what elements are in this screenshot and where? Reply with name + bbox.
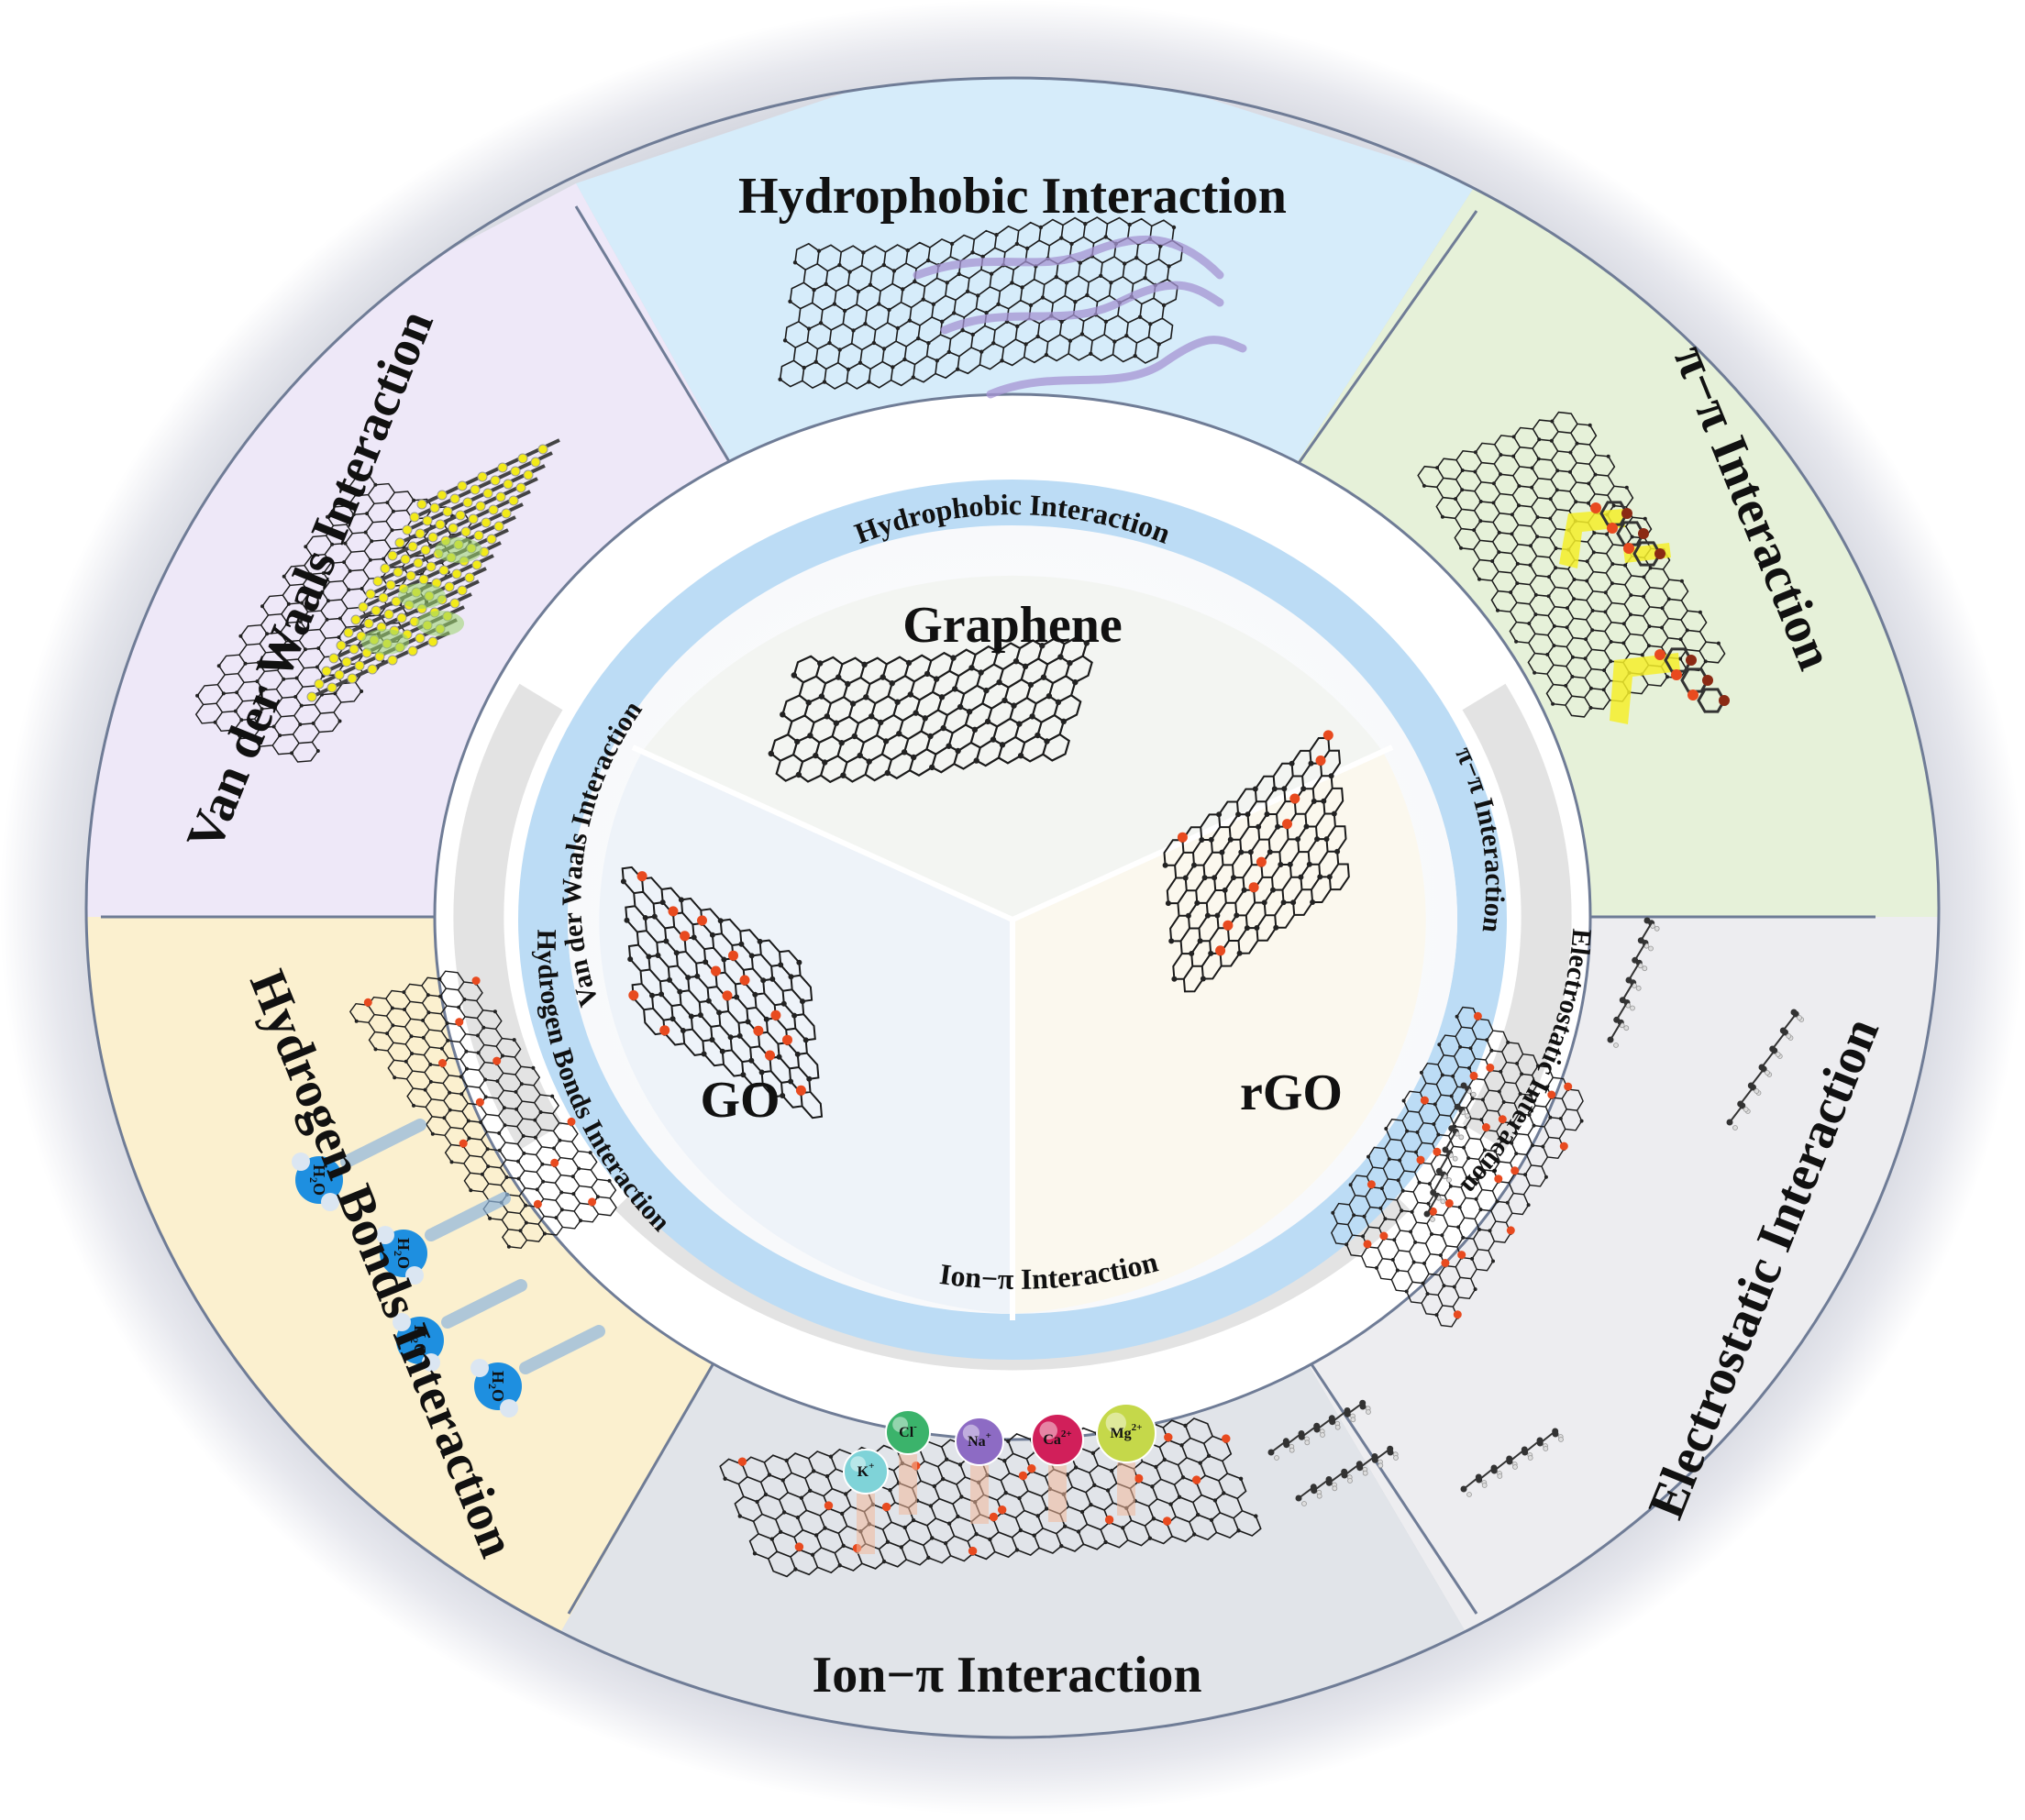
gray-ring-left bbox=[453, 683, 563, 1151]
water-molecules: H2O H2O H2O H2O bbox=[292, 1119, 605, 1417]
van-der-waals-layer bbox=[306, 438, 560, 702]
outer-ring-border bbox=[84, 76, 1941, 1739]
ion-na: Na+ bbox=[955, 1417, 1004, 1524]
segment-label-hydrophobic: Hydrophobic Interaction bbox=[738, 168, 1287, 225]
vdw-contact-highlight bbox=[435, 537, 482, 563]
segment-panel-ion-pi bbox=[550, 1316, 1477, 1737]
svg-text:Cl-: Cl- bbox=[899, 1421, 917, 1440]
alkyl-chain bbox=[1460, 1428, 1564, 1497]
lattice-hydrogen-bonds bbox=[349, 970, 617, 1250]
gray-ring-right bbox=[1462, 683, 1572, 1151]
svg-text:Mg2+: Mg2+ bbox=[1111, 1422, 1143, 1441]
vdw-contact-highlight bbox=[398, 583, 446, 609]
alkyl-chain bbox=[1267, 1399, 1371, 1461]
electrostatic-chains bbox=[1267, 917, 1805, 1506]
hydrophobic-chains bbox=[913, 235, 1247, 399]
water-molecule: H2O bbox=[393, 1279, 527, 1372]
ion-k: K+ bbox=[843, 1449, 889, 1554]
blue-ring bbox=[518, 480, 1507, 1360]
vdw-contact-highlight bbox=[416, 611, 464, 636]
svg-text:H2O: H2O bbox=[392, 1238, 413, 1269]
svg-text:Ca2+: Ca2+ bbox=[1043, 1428, 1071, 1448]
vdw-contact-highlight bbox=[361, 629, 409, 655]
lattice-graphene bbox=[768, 635, 1093, 784]
svg-text:H2O: H2O bbox=[408, 1325, 429, 1356]
label-rgo: rGO bbox=[1240, 1064, 1343, 1121]
alkyl-chain bbox=[1726, 1009, 1805, 1131]
svg-text:H2O: H2O bbox=[486, 1371, 507, 1402]
segment-label-ion-pi: Ion−π Interaction bbox=[812, 1647, 1201, 1704]
aromatic-molecule bbox=[1654, 647, 1730, 713]
segment-panel-hydrophobic bbox=[576, 78, 1477, 500]
ion-spheres: K+ Cl- Na+ Ca2+ Mg2+ bbox=[843, 1403, 1156, 1554]
svg-text:K+: K+ bbox=[858, 1461, 875, 1480]
water-molecule: H2O bbox=[292, 1119, 426, 1211]
svg-text:H2O: H2O bbox=[307, 1164, 328, 1196]
ion-mg: Mg2+ bbox=[1096, 1403, 1156, 1516]
lattice-rgo bbox=[1162, 730, 1350, 993]
label-graphene: Graphene bbox=[902, 597, 1123, 654]
alkyl-chain bbox=[1295, 1445, 1399, 1506]
lattice-pi-pi bbox=[1417, 411, 1726, 718]
aromatic-molecule bbox=[1590, 501, 1665, 567]
pi-pi-molecules bbox=[1590, 501, 1730, 713]
water-molecule: H2O bbox=[376, 1192, 511, 1285]
water-molecule: H2O bbox=[470, 1325, 605, 1417]
label-go: GO bbox=[700, 1072, 780, 1129]
lattice-go bbox=[620, 866, 824, 1120]
ion-ca: Ca2+ bbox=[1031, 1413, 1084, 1522]
svg-text:Na+: Na+ bbox=[968, 1430, 991, 1450]
alkyl-chain bbox=[1607, 917, 1660, 1048]
alkyl-chain bbox=[1423, 1082, 1477, 1222]
ion-cl: Cl- bbox=[885, 1409, 931, 1515]
lattice-electrostatic bbox=[1331, 1006, 1584, 1328]
